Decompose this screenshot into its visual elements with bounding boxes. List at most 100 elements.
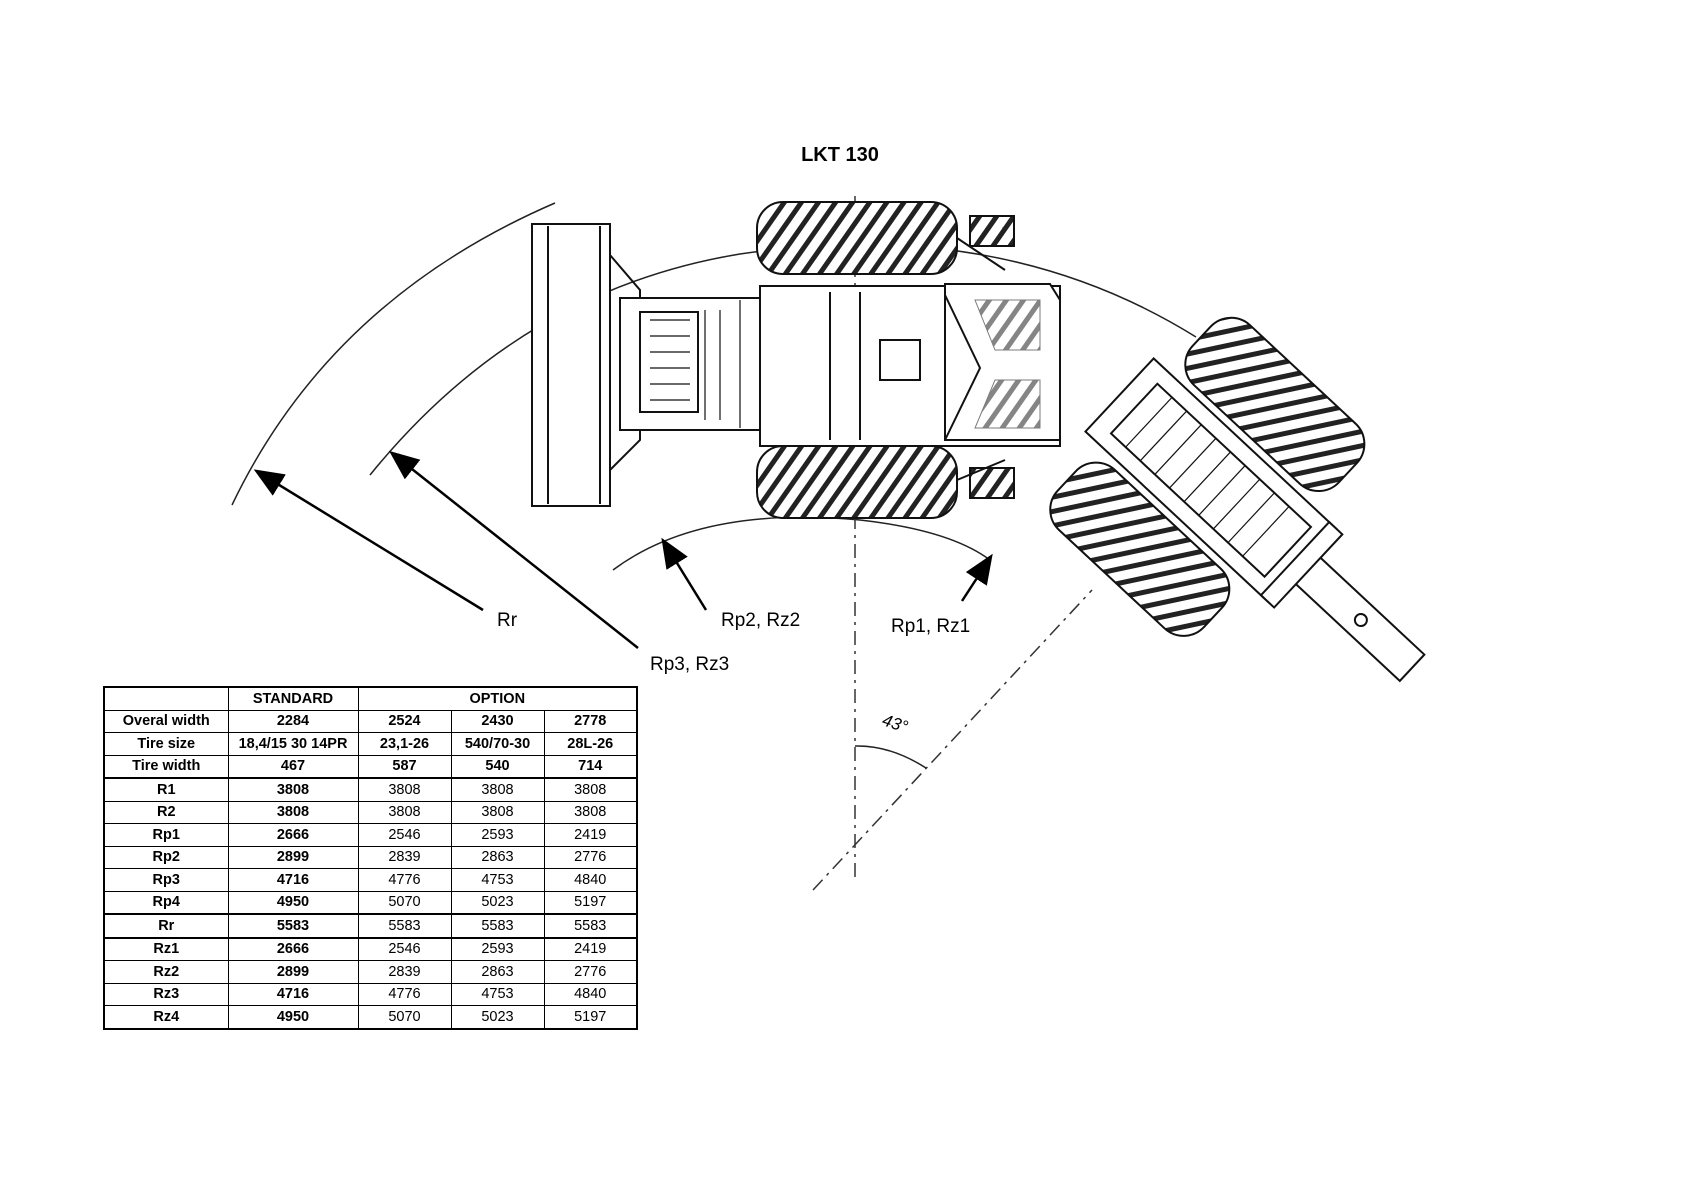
row-label: Tire size: [103, 732, 229, 756]
option-value: 2524: [357, 709, 452, 733]
cab-grille-lower: [974, 379, 1041, 429]
arrow-rr: [253, 469, 484, 612]
callout-rp2-rz2: Rp2, Rz2: [721, 610, 801, 631]
tire-rear-bottom: [1049, 461, 1231, 637]
option-value: 540: [450, 754, 545, 779]
option-value: 3808: [357, 800, 452, 824]
option-value: 2839: [357, 845, 452, 869]
machine-rear-section: [1049, 316, 1426, 683]
standard-value: 18,4/15 30 14PR: [227, 732, 359, 756]
angle-arc: [854, 745, 927, 769]
callout-rp1-rz1: Rp1, Rz1: [891, 616, 971, 637]
option-value: 5583: [543, 913, 638, 938]
callout-rr: Rr: [497, 610, 518, 631]
option-value: 2546: [357, 823, 452, 847]
cab-grille-upper: [974, 299, 1041, 351]
center-lines: [812, 196, 1093, 891]
arc-rp3: [369, 243, 1197, 476]
option-value: 5070: [357, 890, 452, 915]
row-label: Rz3: [103, 982, 229, 1006]
standard-value: 5583: [227, 913, 359, 938]
header-standard: STANDARD: [227, 686, 359, 711]
standard-value: 2666: [227, 823, 359, 847]
arc-rp2: [612, 516, 991, 571]
row-label: Rz4: [103, 1005, 229, 1029]
arrow-rp3: [389, 450, 639, 649]
tire-rear-top: [1184, 316, 1366, 493]
option-value: 4840: [543, 982, 638, 1006]
standard-value: 4716: [227, 982, 359, 1006]
option-value: 2593: [450, 823, 545, 847]
option-value: 5197: [543, 890, 638, 915]
row-label: Overal width: [103, 709, 229, 733]
standard-value: 2899: [227, 845, 359, 869]
option-value: 4776: [357, 982, 452, 1006]
standard-value: 4716: [227, 868, 359, 892]
row-label: Rp3: [103, 868, 229, 892]
option-value: 2839: [357, 960, 452, 984]
row-label: Rz1: [103, 936, 229, 961]
table-corner: [104, 687, 229, 711]
row-label: Rp4: [103, 890, 229, 915]
option-value: 3808: [450, 777, 545, 802]
option-value: 2776: [543, 960, 638, 984]
option-value: 540/70-30: [450, 732, 545, 756]
option-value: 714: [543, 754, 638, 779]
table-header-row: STANDARD OPTION: [104, 686, 638, 711]
tire-front-top: [756, 201, 958, 275]
option-value: 3808: [543, 777, 638, 802]
articulated-centerline: [812, 589, 1093, 891]
option-value: 2863: [450, 960, 545, 984]
standard-value: 2899: [227, 960, 359, 984]
callout-arrows: [253, 450, 993, 649]
option-value: 4753: [450, 868, 545, 892]
row-label: Rr: [103, 913, 229, 938]
tire-front-bottom: [756, 445, 958, 519]
diagram-title: LKT 130: [801, 144, 879, 166]
standard-value: 467: [227, 754, 359, 779]
option-value: 5583: [450, 913, 545, 938]
option-value: 4840: [543, 868, 638, 892]
option-value: 2546: [357, 936, 452, 961]
row-label: Rz2: [103, 960, 229, 984]
option-value: 4776: [357, 868, 452, 892]
standard-value: 3808: [227, 800, 359, 824]
option-value: 5070: [357, 1005, 452, 1029]
option-value: 3808: [450, 800, 545, 824]
header-option: OPTION: [357, 686, 638, 711]
row-label: Rp2: [103, 845, 229, 869]
option-value: 2863: [450, 845, 545, 869]
option-value: 5023: [450, 890, 545, 915]
row-label: Tire width: [103, 754, 229, 779]
option-value: 2778: [543, 709, 638, 733]
option-value: 3808: [357, 777, 452, 802]
option-value: 587: [357, 754, 452, 779]
arrow-rp2: [661, 537, 708, 611]
option-value: 2419: [543, 936, 638, 961]
option-value: 28L-26: [543, 732, 638, 756]
standard-value: 2666: [227, 936, 359, 961]
option-value: 2430: [450, 709, 545, 733]
dozer-blade: [531, 223, 611, 507]
option-value: 5583: [357, 913, 452, 938]
standard-value: 4950: [227, 890, 359, 915]
callout-rp3-rz3: Rp3, Rz3: [650, 654, 730, 675]
option-value: 2593: [450, 936, 545, 961]
arrow-rp1: [960, 553, 993, 602]
row-label: R2: [103, 800, 229, 824]
